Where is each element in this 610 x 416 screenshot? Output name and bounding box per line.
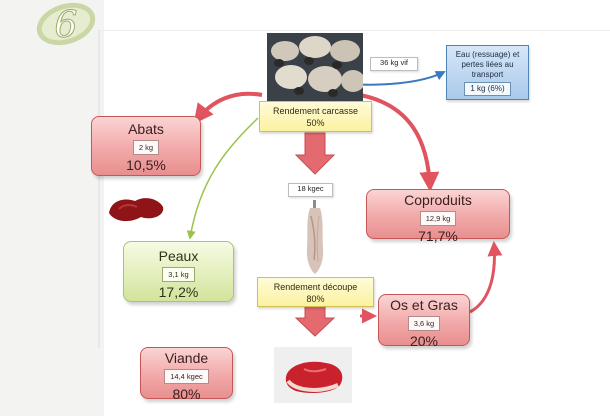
slide-number-logo: 6 xyxy=(34,2,98,47)
offal-pct: 10,5% xyxy=(126,157,166,173)
bones-fat-box: Os et Gras 3,6 kg 20% xyxy=(378,294,470,349)
carcass-yield-label: Rendement carcasse xyxy=(272,106,359,116)
skins-box: Peaux 3,1 kg 17,2% xyxy=(123,241,234,302)
skins-qty: 3,1 kg xyxy=(162,267,195,282)
offal-box: Abats 2 kg 10,5% xyxy=(91,116,201,176)
offal-title: Abats xyxy=(128,121,164,137)
byproducts-box: Coproduits 12,9 kg 71,7% xyxy=(366,189,510,244)
meat-photo xyxy=(274,347,352,403)
transport-losses-qty: 1 kg (6%) xyxy=(464,82,511,96)
transport-losses-label: Eau (ressuage) et pertes liées au transp… xyxy=(455,50,520,79)
offal-qty: 2 kg xyxy=(132,140,160,155)
meat-qty: 14,4 kgec xyxy=(164,369,209,384)
skins-title: Peaux xyxy=(158,248,199,264)
bones-fat-pct: 20% xyxy=(409,333,439,349)
cutting-yield-label: Rendement découpe xyxy=(273,282,358,292)
arrow-to-byproducts xyxy=(359,93,440,192)
bones-fat-qty: 3,6 kg xyxy=(407,316,441,331)
byproducts-title: Coproduits xyxy=(404,192,472,208)
carcass-photo xyxy=(302,200,328,281)
carcass-yield-pct: 50% xyxy=(306,118,325,128)
offal-photo xyxy=(105,193,167,230)
slide-number: 6 xyxy=(55,5,78,46)
left-margin-band xyxy=(0,0,104,416)
arrow-to-skins xyxy=(186,117,259,240)
byproducts-pct: 71,7% xyxy=(418,228,458,244)
carcass-yield-box: Rendement carcasse 50% xyxy=(259,101,372,132)
skins-pct: 17,2% xyxy=(158,284,199,300)
live-weight-tag: 36 kg vif xyxy=(370,57,418,71)
cutting-yield-box: Rendement découpe 80% xyxy=(257,277,374,307)
header-divider xyxy=(100,30,610,31)
cutting-yield-pct: 80% xyxy=(306,294,325,304)
arrow-to-offal xyxy=(193,91,263,125)
carcass-weight-tag: 18 kgec xyxy=(288,183,333,197)
meat-pct: 80% xyxy=(172,386,201,402)
byproducts-qty: 12,9 kg xyxy=(419,211,457,226)
arrow-down-carcass xyxy=(294,132,336,175)
sheep-photo xyxy=(267,33,363,101)
transport-losses-box: Eau (ressuage) et pertes liées au transp… xyxy=(446,45,529,100)
meat-box: Viande 14,4 kgec 80% xyxy=(140,347,233,402)
margin-divider xyxy=(98,30,100,348)
bones-fat-title: Os et Gras xyxy=(390,297,458,313)
arrow-down-meat xyxy=(294,305,336,337)
arrow-bones-to-byproducts xyxy=(469,241,503,314)
meat-title: Viande xyxy=(164,350,209,366)
